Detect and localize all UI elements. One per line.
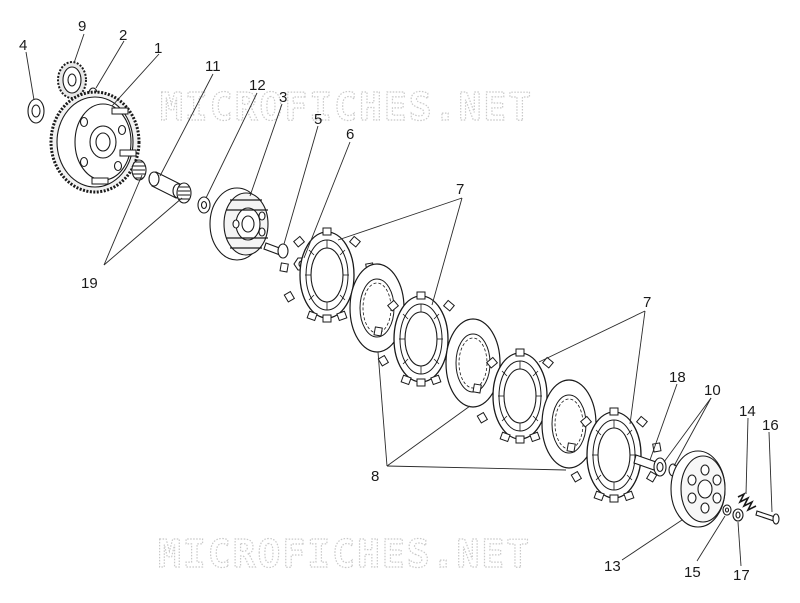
- callout-2: 2: [119, 27, 127, 44]
- part-5-bolt: [263, 242, 289, 259]
- part-19-bearing: [176, 182, 192, 204]
- part-17-bushing: [732, 508, 744, 522]
- callout-11: 11: [205, 58, 221, 75]
- part-18-bearing: [633, 454, 667, 477]
- watermark-top: MICROFICHES.NET: [160, 85, 533, 129]
- callout-15: 15: [684, 564, 701, 581]
- leader-lines: [25, 33, 773, 567]
- callout-16: 16: [762, 417, 779, 434]
- callout-19: 19: [81, 275, 98, 292]
- callout-5: 5: [314, 111, 322, 128]
- callout-7-bottom: 7: [643, 294, 651, 311]
- callout-8: 8: [371, 468, 379, 485]
- callout-10: 10: [704, 382, 721, 399]
- part-15-washer: [722, 504, 732, 516]
- part-14-spring: [737, 492, 757, 512]
- callout-18: 18: [669, 369, 686, 386]
- callout-13: 13: [604, 558, 621, 575]
- part-3-clutch-hub: [209, 187, 269, 261]
- callout-9: 9: [78, 18, 86, 35]
- part-9-gear: [57, 61, 87, 99]
- callout-labels: 4 9 2 1 11 12 3 5 6 19 7 7 8 18 10 14 16…: [19, 18, 779, 584]
- callout-7-top: 7: [456, 181, 464, 198]
- callout-3: 3: [279, 89, 287, 106]
- part-11-bearing: [131, 159, 147, 181]
- callout-4: 4: [19, 37, 27, 54]
- callout-12: 12: [249, 77, 266, 94]
- part-12-washer: [197, 196, 211, 214]
- callout-14: 14: [739, 403, 756, 420]
- part-13-pressure-plate: [670, 450, 726, 528]
- watermark-bottom: MICROFICHES.NET: [158, 532, 531, 576]
- part-1-clutch-housing: [49, 90, 141, 194]
- part-16-screw: [755, 510, 780, 525]
- callout-6: 6: [346, 126, 354, 143]
- part-4-washer: [27, 98, 45, 124]
- callout-1: 1: [154, 40, 162, 57]
- callout-17: 17: [733, 567, 750, 584]
